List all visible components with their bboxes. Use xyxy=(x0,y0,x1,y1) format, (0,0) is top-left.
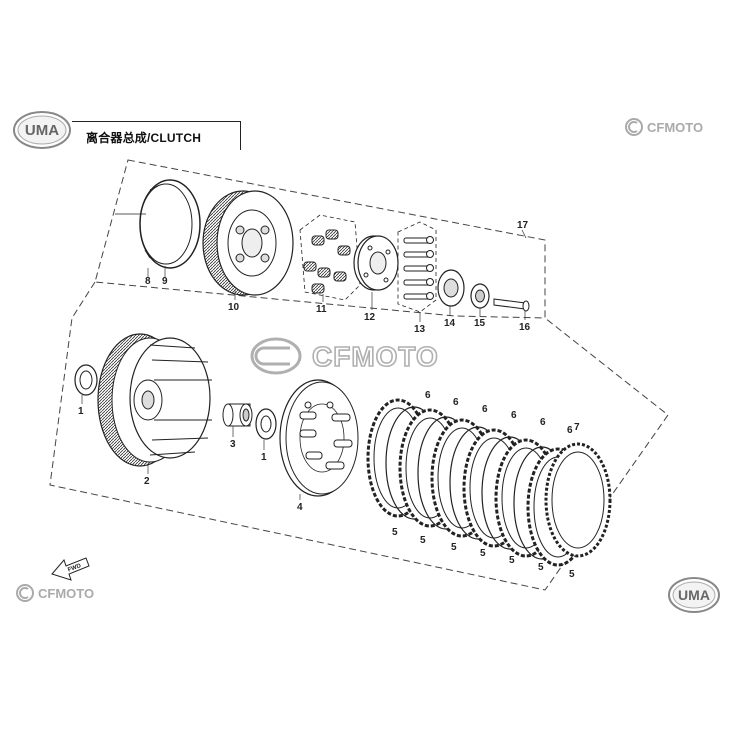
callout-12: 12 xyxy=(364,312,376,323)
callout-16: 16 xyxy=(519,322,531,333)
callout-6c: 6 xyxy=(482,404,488,415)
callout-5c: 5 xyxy=(451,542,457,553)
group-outline-17 xyxy=(94,159,546,319)
part-4-clutch-center xyxy=(279,379,359,497)
svg-text:FWD: FWD xyxy=(67,563,83,574)
part-1-washer-left xyxy=(74,364,98,396)
leader-lines xyxy=(81,229,527,500)
callout-8: 8 xyxy=(145,276,151,287)
part-1-washer-right xyxy=(255,408,277,440)
svg-text:CFMOTO: CFMOTO xyxy=(312,341,439,372)
callout-6d: 6 xyxy=(511,410,517,421)
part-12-lifter-plate xyxy=(353,235,399,291)
callout-2: 2 xyxy=(144,476,150,487)
part-13-bolts xyxy=(397,221,437,313)
svg-text:CFMOTO: CFMOTO xyxy=(38,586,94,601)
part-3-bushing xyxy=(222,403,253,427)
callout-4: 4 xyxy=(297,502,303,513)
cfmoto-brand-top: CFMOTO xyxy=(625,118,703,136)
page-title: 离合器总成/CLUTCH xyxy=(86,131,202,145)
callout-6f: 6 xyxy=(567,425,573,436)
cfmoto-watermark-center: CFMOTO xyxy=(250,337,439,375)
clutch-plate-stack xyxy=(366,398,612,567)
cfmoto-brand-bottom: CFMOTO xyxy=(16,584,94,602)
callout-5g: 5 xyxy=(569,569,575,580)
callout-5e: 5 xyxy=(509,555,515,566)
callout-9: 9 xyxy=(162,276,168,287)
part-16-push-rod xyxy=(493,298,530,312)
callout-5d: 5 xyxy=(480,548,486,559)
callout-11: 11 xyxy=(316,304,327,315)
part-10-hub xyxy=(202,190,294,296)
svg-text:UMA: UMA xyxy=(678,587,710,603)
callout-1-left: 1 xyxy=(78,406,84,417)
part-14-bearing xyxy=(437,269,465,307)
part-2-clutch-basket xyxy=(97,333,212,467)
svg-text:CFMOTO: CFMOTO xyxy=(647,120,703,135)
callout-labels: 8 9 10 11 12 13 14 15 16 17 1 2 3 1 4 6 … xyxy=(78,220,580,580)
callout-15: 15 xyxy=(474,318,486,329)
uma-logo-left: UMA xyxy=(13,111,71,149)
callout-3: 3 xyxy=(230,439,236,450)
svg-text:UMA: UMA xyxy=(25,122,59,139)
group-outline-main xyxy=(49,281,669,591)
callout-10: 10 xyxy=(228,302,240,313)
callout-13: 13 xyxy=(414,324,426,335)
callout-6e: 6 xyxy=(540,417,546,428)
callout-5b: 5 xyxy=(420,535,426,546)
callout-14: 14 xyxy=(444,318,456,329)
callout-17: 17 xyxy=(517,220,529,231)
part-15-small-bearing xyxy=(470,283,490,309)
callout-6b: 6 xyxy=(453,397,459,408)
callout-5f: 5 xyxy=(538,562,544,573)
part-11-springs xyxy=(299,214,361,301)
callout-1-right: 1 xyxy=(261,452,267,463)
fwd-arrow-icon: FWD xyxy=(51,557,90,581)
callout-7: 7 xyxy=(574,422,580,433)
title-frame xyxy=(72,121,241,150)
part-8-9-ring xyxy=(139,179,201,269)
callout-5a: 5 xyxy=(392,527,398,538)
callout-6a: 6 xyxy=(425,390,431,401)
uma-logo-right: UMA xyxy=(668,577,720,613)
